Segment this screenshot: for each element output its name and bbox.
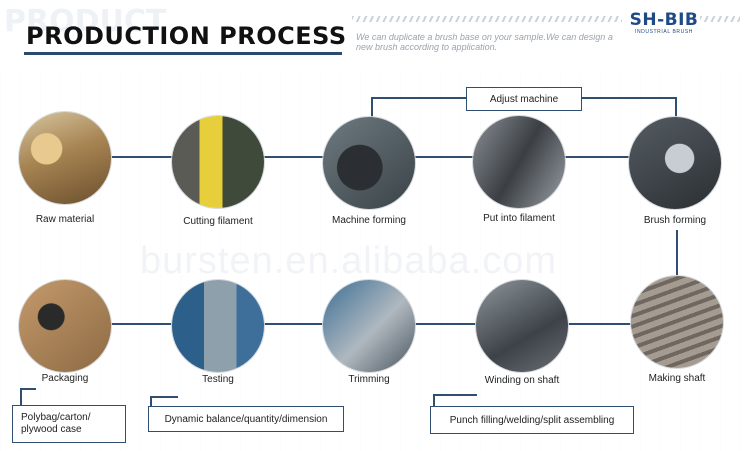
logo-text: SH-BIB: [629, 10, 699, 30]
step-label-making-shaft: Making shaft: [648, 373, 706, 384]
step-label-packaging: Packaging: [41, 373, 89, 384]
watermark: bursten.en.alibaba.com: [140, 240, 558, 282]
connector-line: [150, 396, 178, 398]
winding-note-box: Punch filling/welding/split assembling: [430, 406, 634, 434]
step-label-trimming: Trimming: [348, 374, 390, 385]
step-label-put-into-filament: Put into filament: [483, 213, 555, 224]
packaging-photo: [19, 280, 111, 372]
step-label-winding-on-shaft: Winding on shaft: [484, 375, 560, 386]
testing-note-box: Dynamic balance/quantity/dimension: [148, 406, 344, 432]
step-label-cutting-filament: Cutting filament: [183, 216, 253, 227]
connector-line: [262, 156, 326, 158]
trimming-photo: [323, 280, 415, 372]
connector-line: [371, 97, 373, 121]
connector-line: [433, 394, 477, 396]
connector-line: [20, 388, 36, 390]
connector-line: [20, 388, 22, 408]
machine-forming-photo: [323, 117, 415, 209]
connector-line: [433, 394, 435, 408]
connector-line: [414, 323, 480, 325]
connector-line: [566, 323, 636, 325]
put-into-filament-photo: [473, 116, 565, 208]
raw-material-photo: [19, 112, 111, 204]
step-label-testing: Testing: [202, 374, 234, 385]
winding-on-shaft-photo: [476, 280, 568, 372]
connector-line: [676, 230, 678, 278]
connector-line: [564, 156, 630, 158]
connector-line: [150, 396, 152, 408]
adjust-machine-box: Adjust machine: [466, 87, 582, 111]
logo-subtitle: INDUSTRIAL BRUSH: [634, 29, 694, 35]
making-shaft-photo: [631, 276, 723, 368]
title-underline: [24, 52, 342, 55]
header: PRODUCT PRODUCTION PROCESS We can duplic…: [0, 0, 750, 60]
connector-line: [371, 97, 467, 99]
connector-line: [110, 156, 180, 158]
connector-line: [110, 323, 172, 325]
decorative-slashes-right: [700, 16, 740, 22]
step-label-machine-forming: Machine forming: [332, 215, 406, 226]
decorative-slashes: [352, 16, 622, 22]
testing-photo: [172, 280, 264, 372]
header-ghost-text: PRODUCT: [4, 4, 167, 39]
step-label-raw-material: Raw material: [35, 214, 95, 225]
connector-line: [414, 156, 476, 158]
connector-line: [675, 97, 677, 121]
connector-line: [262, 323, 326, 325]
step-label-brush-forming: Brush forming: [643, 215, 707, 226]
cutting-filament-photo: [172, 116, 264, 208]
page-title: PRODUCTION PROCESS: [26, 22, 347, 50]
packaging-note-box: Polybag/carton/ plywood case: [12, 405, 126, 443]
header-description: We can duplicate a brush base on your sa…: [356, 32, 613, 52]
company-logo: SH-BIB INDUSTRIAL BRUSH: [628, 10, 700, 44]
connector-line: [580, 97, 676, 99]
brush-forming-photo: [629, 117, 721, 209]
